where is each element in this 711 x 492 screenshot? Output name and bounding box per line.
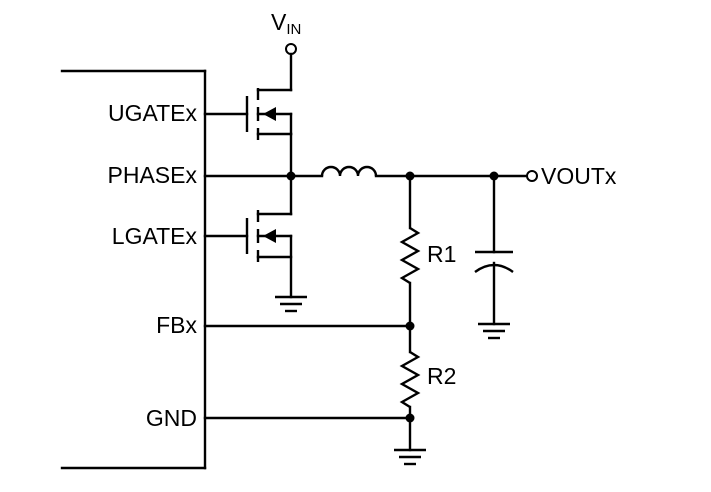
vout-label: VOUTx: [541, 163, 617, 189]
vin-terminal: VIN: [271, 9, 301, 92]
ground-symbol-divider: [394, 448, 426, 466]
low-side-mosfet: [203, 210, 293, 299]
ground-symbol-lowside: [275, 295, 307, 313]
phase-node-wiring: [203, 132, 324, 216]
pin-label-fb: FBx: [156, 312, 197, 338]
high-side-mosfet: [203, 88, 293, 140]
r2-label: R2: [427, 363, 456, 389]
fb-trace: [203, 321, 415, 331]
r1-label: R1: [427, 241, 456, 267]
vout-terminal: VOUTx: [526, 163, 617, 189]
gnd-trace: [203, 413, 415, 423]
ground-symbol-capacitor: [478, 322, 510, 340]
controller-ic-block: [60, 69, 207, 470]
output-capacitor: [474, 174, 514, 326]
pin-label-gnd: GND: [146, 405, 197, 431]
resistor-r2: R2: [399, 324, 456, 452]
pin-label-phase: PHASEx: [108, 162, 198, 188]
vin-label: VIN: [271, 9, 301, 38]
output-inductor: [320, 165, 529, 178]
pin-label-lgate: LGATEx: [112, 223, 198, 249]
pin-label-ugate: UGATEx: [108, 100, 198, 126]
resistor-r1: R1: [399, 174, 456, 328]
